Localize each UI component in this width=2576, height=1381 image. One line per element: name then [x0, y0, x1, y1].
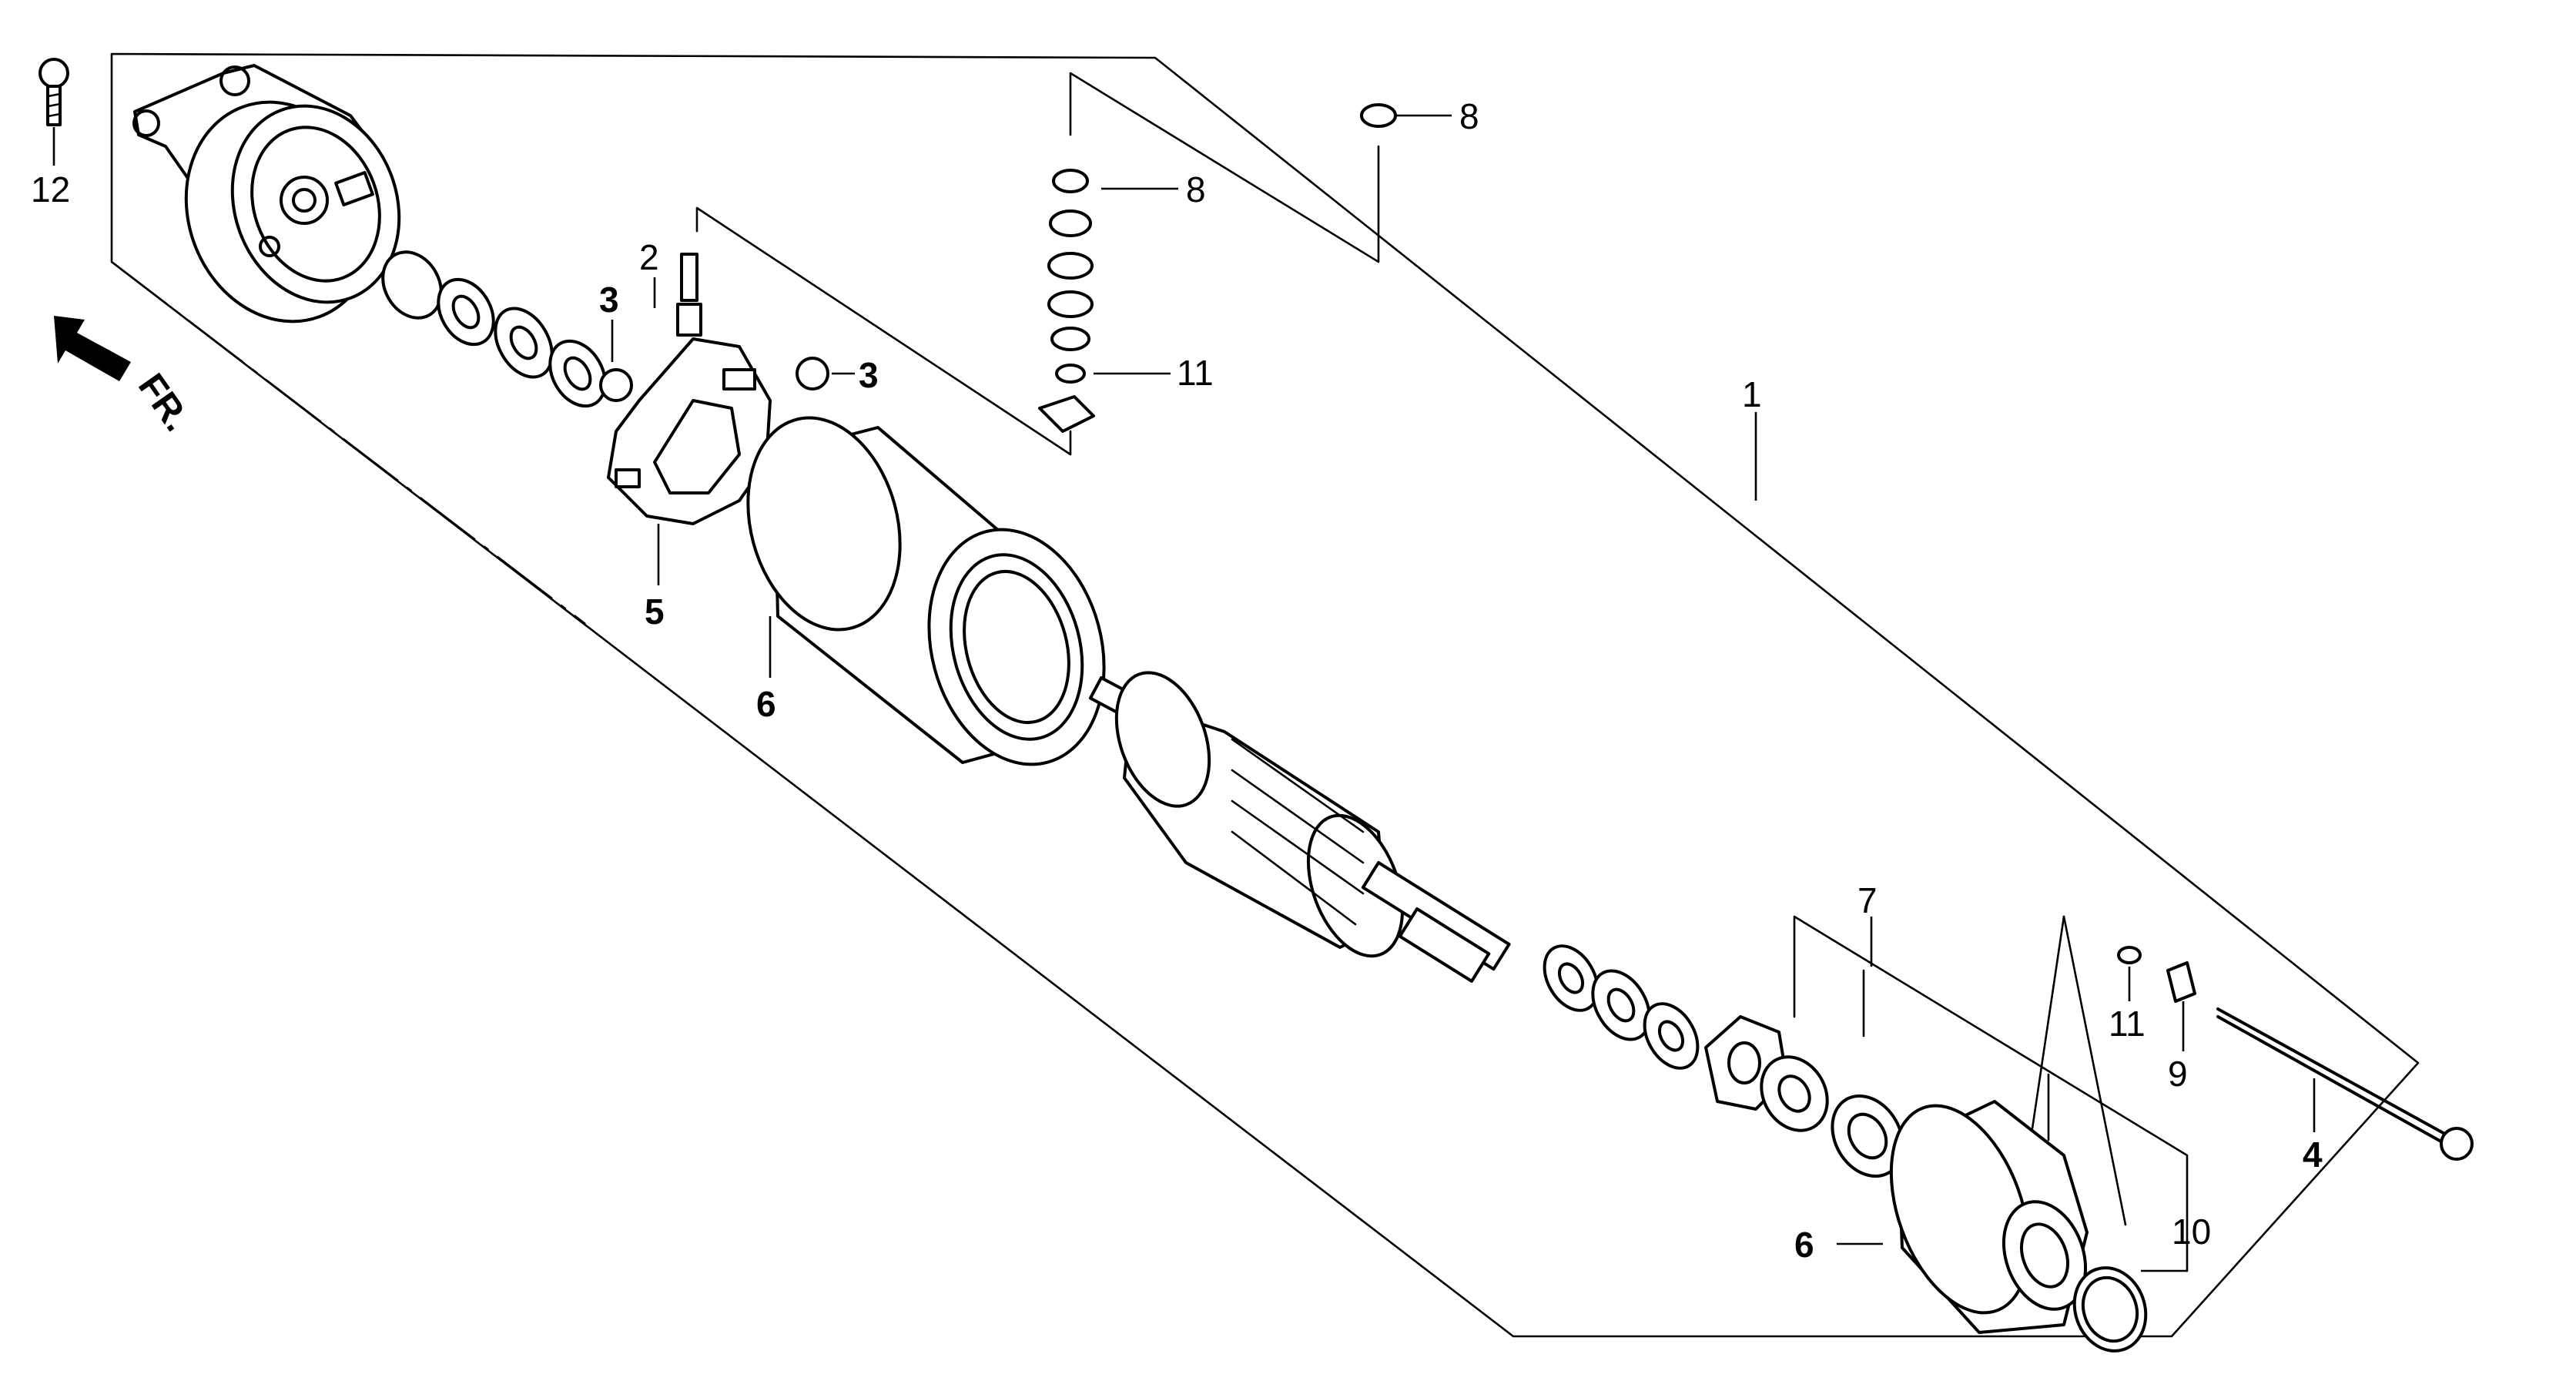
- front-cover: [132, 64, 401, 323]
- label-9: 9: [2168, 1054, 2188, 1094]
- label-4: 4: [2303, 1135, 2323, 1175]
- label-10: 10: [2172, 1212, 2211, 1252]
- brush-holder: [599, 253, 829, 525]
- label-3a: 3: [599, 280, 619, 320]
- label-7: 7: [1857, 880, 1878, 920]
- leader-lines: [52, 114, 2316, 1272]
- label-1: 1: [1742, 374, 1762, 414]
- label-8a: 8: [1459, 96, 1479, 136]
- rear-washers-bearing: [1543, 944, 1904, 1178]
- front-direction-marker: FR.: [54, 316, 198, 439]
- assembly-boundary: [110, 52, 2420, 1338]
- label-2: 2: [639, 237, 659, 277]
- bolt-12: [39, 58, 69, 126]
- label-6b: 6: [1794, 1225, 1814, 1265]
- label-5: 5: [645, 592, 665, 632]
- label-11b: 11: [2109, 1004, 2146, 1044]
- through-bolt-4: [2216, 1007, 2474, 1161]
- terminal-hardware: [1038, 103, 2196, 1003]
- label-6a: 6: [756, 684, 776, 724]
- callout-labels: 1 2 3 3 4 5 6 6 7 8 8 9 10 11 11 12: [31, 96, 2323, 1265]
- label-12: 12: [31, 169, 70, 209]
- label-3b: 3: [859, 355, 879, 395]
- group-brackets: [695, 72, 2189, 1280]
- motor-yoke: [746, 416, 1106, 766]
- front-direction-label: FR.: [130, 367, 198, 439]
- rear-cover: [1889, 1100, 2148, 1353]
- label-8b: 8: [1186, 169, 1206, 209]
- label-11a: 11: [1177, 353, 1214, 393]
- front-bushing-washers: [381, 250, 607, 408]
- armature: [1088, 671, 1511, 983]
